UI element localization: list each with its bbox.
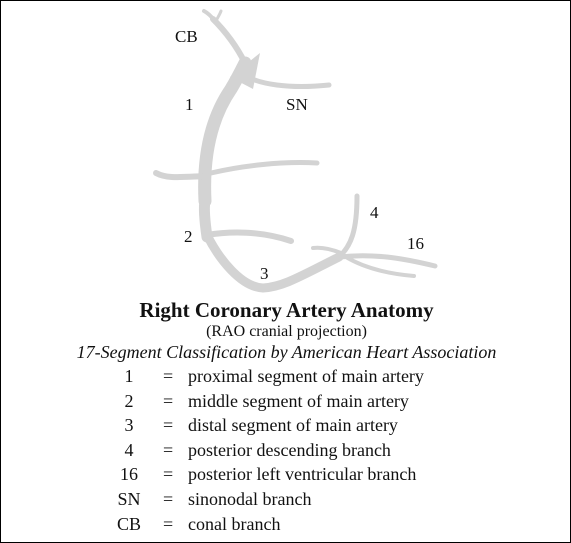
legend-code: CB bbox=[116, 513, 141, 534]
diagram-label-16: 16 bbox=[407, 234, 424, 253]
legend-description: middle segment of main artery bbox=[188, 390, 409, 411]
main-artery-proximal bbox=[198, 56, 252, 208]
figure-title: Right Coronary Artery Anatomy bbox=[139, 298, 434, 322]
coronary-artery-diagram bbox=[153, 9, 438, 293]
ventricular-branch bbox=[153, 170, 210, 181]
legend-code: SN bbox=[117, 488, 141, 509]
diagram-label-2: 2 bbox=[184, 227, 193, 246]
legend-description: posterior left ventricular branch bbox=[188, 464, 417, 485]
main-artery-distal bbox=[202, 230, 344, 293]
legend-code: 3 bbox=[124, 415, 134, 436]
diagram-label-3: 3 bbox=[260, 264, 269, 283]
legend-description: conal branch bbox=[188, 513, 281, 534]
legend-code: 16 bbox=[120, 464, 138, 485]
classification-caption: 17-Segment Classification by American He… bbox=[76, 342, 497, 362]
posterior-descending-tip bbox=[311, 245, 343, 255]
legend-code: 4 bbox=[124, 439, 134, 460]
conal-branch-twig-right bbox=[214, 9, 223, 23]
legend-description: posterior descending branch bbox=[188, 439, 391, 460]
legend-code: 2 bbox=[124, 390, 134, 411]
legend-separator: = bbox=[163, 464, 174, 485]
legend-separator: = bbox=[163, 513, 174, 534]
diagram-label-1: 1 bbox=[185, 95, 194, 114]
legend-separator: = bbox=[163, 366, 174, 386]
conal-branch-twig bbox=[202, 9, 217, 23]
legend-separator: = bbox=[163, 415, 174, 436]
legend-code: 1 bbox=[124, 366, 134, 386]
flow-arrowhead bbox=[230, 53, 260, 89]
legend-description: proximal segment of main artery bbox=[188, 366, 424, 386]
conal-branch bbox=[210, 16, 248, 66]
legend-separator: = bbox=[163, 488, 174, 509]
legend-separator: = bbox=[163, 439, 174, 460]
posterior-descending-branch bbox=[336, 193, 360, 260]
posterior-left-ventricular-branch bbox=[336, 253, 438, 269]
posterior-left-ventricular-twig bbox=[344, 255, 416, 278]
acute-marginal-branch bbox=[204, 229, 294, 244]
diagram-label-4: 4 bbox=[370, 203, 379, 222]
diagram-label-sn: SN bbox=[286, 95, 308, 114]
legend-separator: = bbox=[163, 390, 174, 411]
ventricular-branch-upper bbox=[208, 160, 320, 176]
legend-description: distal segment of main artery bbox=[188, 415, 398, 436]
legend-description: sinonodal branch bbox=[188, 488, 312, 509]
figure-subtitle: (RAO cranial projection) bbox=[206, 323, 367, 340]
diagram-label-cb: CB bbox=[175, 27, 198, 46]
